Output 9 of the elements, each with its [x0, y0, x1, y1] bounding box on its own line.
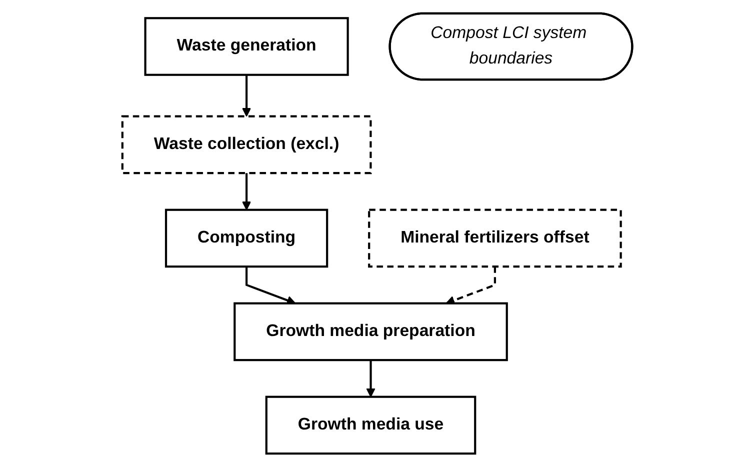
node-box: Mineral fertilizers offset — [368, 208, 622, 268]
node-box: Growth media preparation — [233, 302, 508, 362]
node-box: Composting — [164, 208, 328, 268]
arrow — [366, 360, 376, 398]
node-box: Waste generation — [144, 17, 349, 76]
node-box: Growth media use — [265, 396, 476, 455]
arrow — [242, 74, 251, 117]
node-box: Waste collection (excl.) — [121, 115, 372, 174]
arrow — [242, 173, 251, 210]
